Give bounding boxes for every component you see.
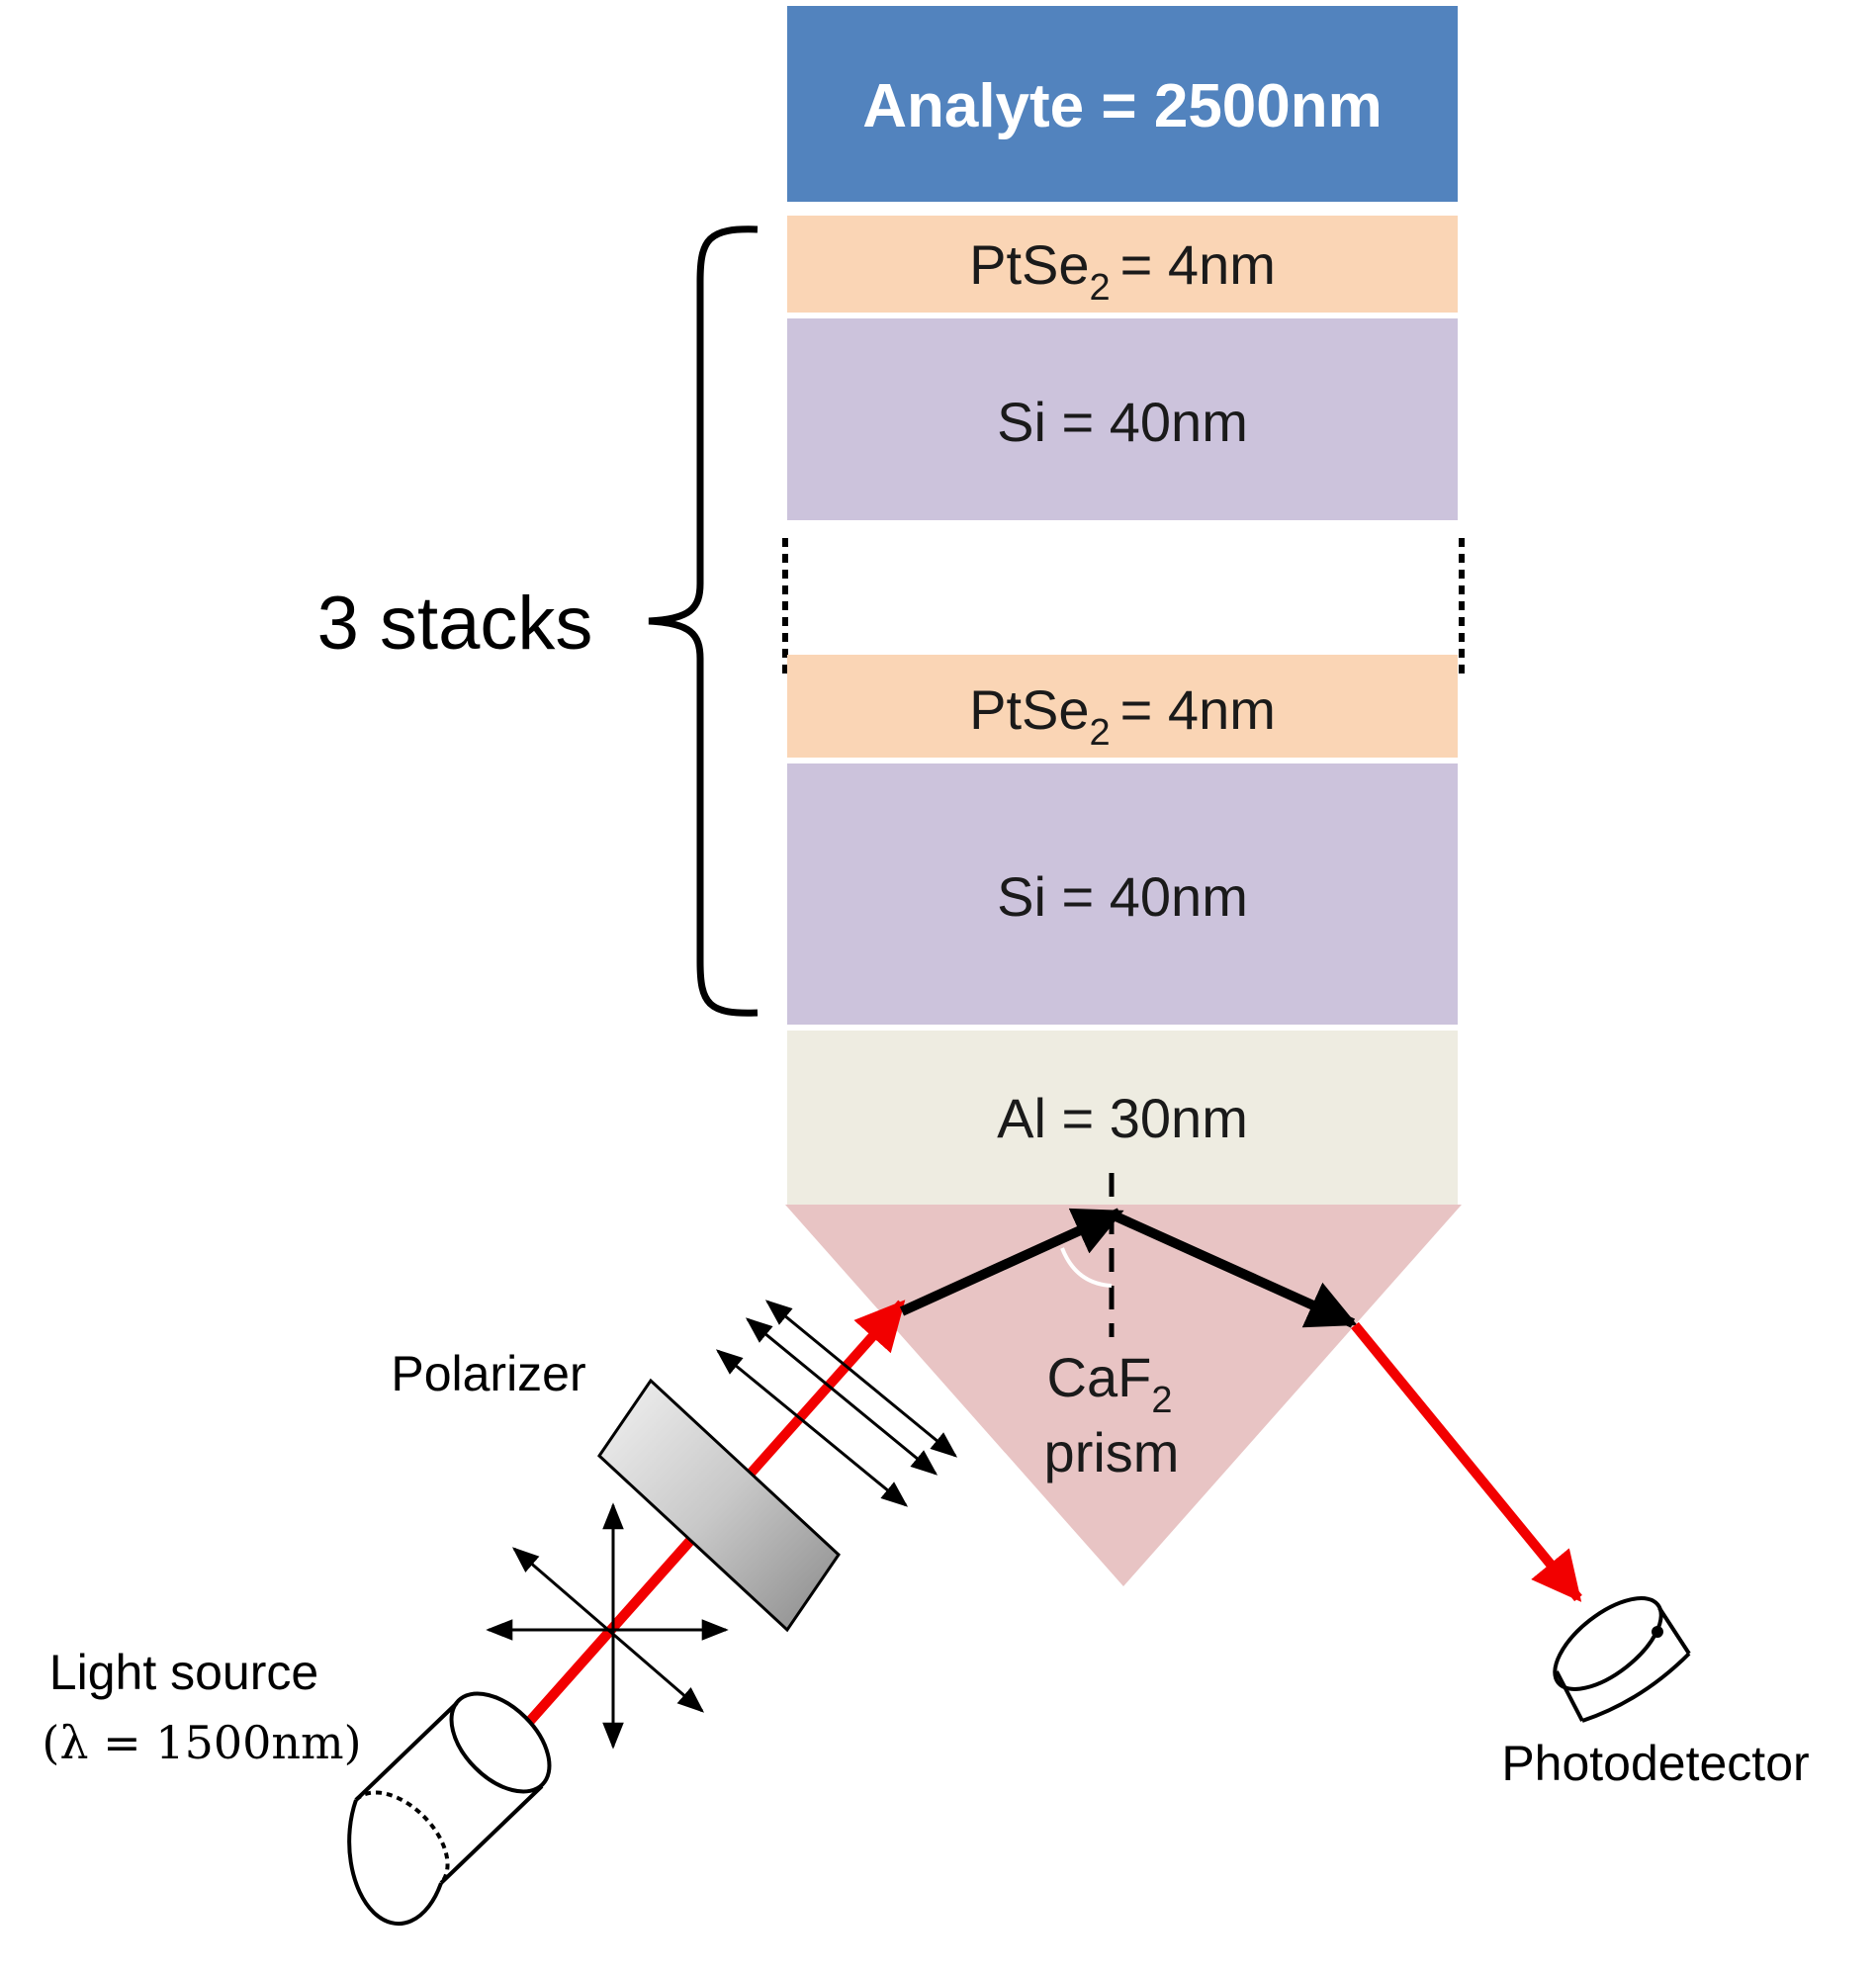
ptse2-top-value: = 4nm (1120, 233, 1276, 296)
polarized-light-arrows (715, 1300, 958, 1507)
stacks-bracket (648, 225, 759, 1017)
ptse2-bottom-value: = 4nm (1120, 678, 1276, 741)
si-bottom-label: Si = 40nm (997, 865, 1248, 928)
svg-text:CaF2: CaF2 (1047, 1346, 1173, 1421)
caf2-prism: CaF2 prism (785, 1205, 1462, 1586)
ptse2-bottom-subscript: 2 (1090, 712, 1111, 754)
prism-subscript: 2 (1151, 1380, 1172, 1421)
prism-name: CaF (1047, 1346, 1152, 1408)
light-source-wavelength: (λ = 1500nm) (42, 1716, 361, 1769)
polarizer-label: Polarizer (391, 1346, 585, 1401)
stack-continuation-dots (782, 538, 1465, 676)
beam-inside-prism-in (899, 1208, 1124, 1316)
ptse2-layer-bottom: PtSe2= 4nm (787, 655, 1458, 758)
analyte-name: Analyte (862, 72, 1084, 140)
al-layer: Al = 30nm (787, 1031, 1458, 1205)
photodetector-icon (1553, 1596, 1691, 1723)
analyte-layer: Analyte = 2500nm (787, 6, 1458, 202)
si-layer-bottom: Si = 40nm (787, 763, 1458, 1025)
analyte-layer-fill (787, 6, 1458, 202)
si-top-label: Si = 40nm (997, 391, 1248, 453)
prism-line2: prism (1044, 1421, 1180, 1483)
light-source-icon (347, 1691, 552, 1927)
beam-inside-prism-out (1109, 1210, 1358, 1328)
si-layer-top: Si = 40nm (787, 318, 1458, 520)
incidence-angle-arc (1060, 1247, 1113, 1288)
unpolarized-light-arrows (486, 1502, 729, 1750)
al-label: Al = 30nm (997, 1087, 1248, 1149)
svg-text:PtSe2= 4nm: PtSe2= 4nm (969, 233, 1276, 309)
ptse2-bottom-name: PtSe (969, 678, 1089, 741)
svg-text:PtSe2= 4nm: PtSe2= 4nm (969, 678, 1276, 754)
ptse2-top-subscript: 2 (1090, 267, 1111, 309)
reflected-beam (1351, 1321, 1582, 1602)
ptse2-top-name: PtSe (969, 233, 1089, 296)
stacks-label: 3 stacks (317, 582, 593, 666)
polarizer (597, 1378, 841, 1633)
ptse2-layer-top: PtSe2= 4nm (787, 216, 1458, 313)
light-source-label: Light source (49, 1645, 318, 1700)
photodetector-label: Photodetector (1501, 1736, 1809, 1791)
analyte-value: 2500nm (1154, 72, 1383, 140)
svg-text:Analyte = 2500nm: Analyte = 2500nm (862, 72, 1383, 140)
